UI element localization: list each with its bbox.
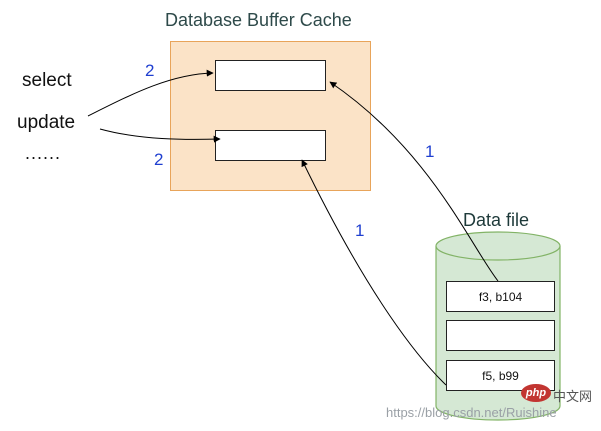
statement-ellipsis: ...... [25, 143, 62, 163]
statement-select: select [22, 70, 72, 91]
php-logo: php [521, 384, 551, 402]
step-label-update: 2 [154, 150, 164, 169]
statement-update: update [17, 112, 76, 133]
step-label-load-lower: 1 [355, 221, 365, 240]
step-label-load-upper: 1 [425, 142, 435, 161]
data-block-empty [446, 320, 555, 351]
cache-slot-top [215, 60, 326, 91]
step-label-select: 2 [145, 61, 155, 80]
php-site-label: 中文网 [553, 389, 593, 404]
cache-slot-bottom [215, 130, 326, 161]
cache-title: Database Buffer Cache [165, 10, 352, 30]
arrow-block-to-upper-slot [329, 81, 499, 282]
data-file-title: Data file [463, 210, 530, 230]
buffer-cache-box [170, 41, 371, 191]
arrow-block-to-lower-slot [301, 159, 447, 386]
data-block-f3-b104: f3, b104 [446, 281, 555, 312]
watermark-url: https://blog.csdn.net/Ruishine [386, 405, 557, 420]
arrow-update-to-cache [99, 128, 221, 143]
arrow-select-to-cache [87, 69, 214, 117]
